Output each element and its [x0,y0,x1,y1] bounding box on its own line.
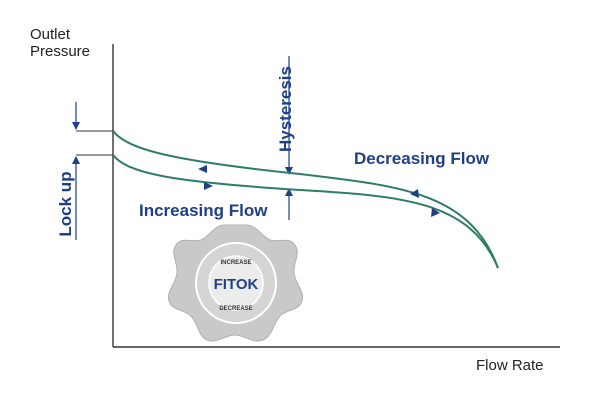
fitok-logo: INCREASE FITOK DECREASE [167,224,304,342]
logo-inner-ring [208,255,264,311]
increasing-flow-curve [112,154,499,269]
decreasing-flow-label: Decreasing Flow [354,149,490,168]
x-axis-title: Flow Rate [476,357,544,374]
logo-brand: FITOK [214,276,259,293]
hysteresis-label: Hysteresis [276,66,295,153]
decreasing-direction-arrow-1 [198,165,207,173]
logo-ring-top: INCREASE [220,260,251,266]
increasing-direction-arrow-2 [431,208,440,217]
increasing-flow-label: Increasing Flow [139,201,268,220]
y-axis-title: Outlet Pressure [30,26,90,61]
y-axis-title-line2: Pressure [30,43,91,61]
y-axis-title-line1: Outlet [30,26,71,43]
increasing-direction-arrow-1 [204,182,213,190]
decreasing-flow-curve [112,130,499,269]
logo-ring-bottom: DECREASE [219,306,252,312]
lock-up-label: Lock up [56,171,75,237]
decreasing-direction-arrow-2 [410,189,419,198]
